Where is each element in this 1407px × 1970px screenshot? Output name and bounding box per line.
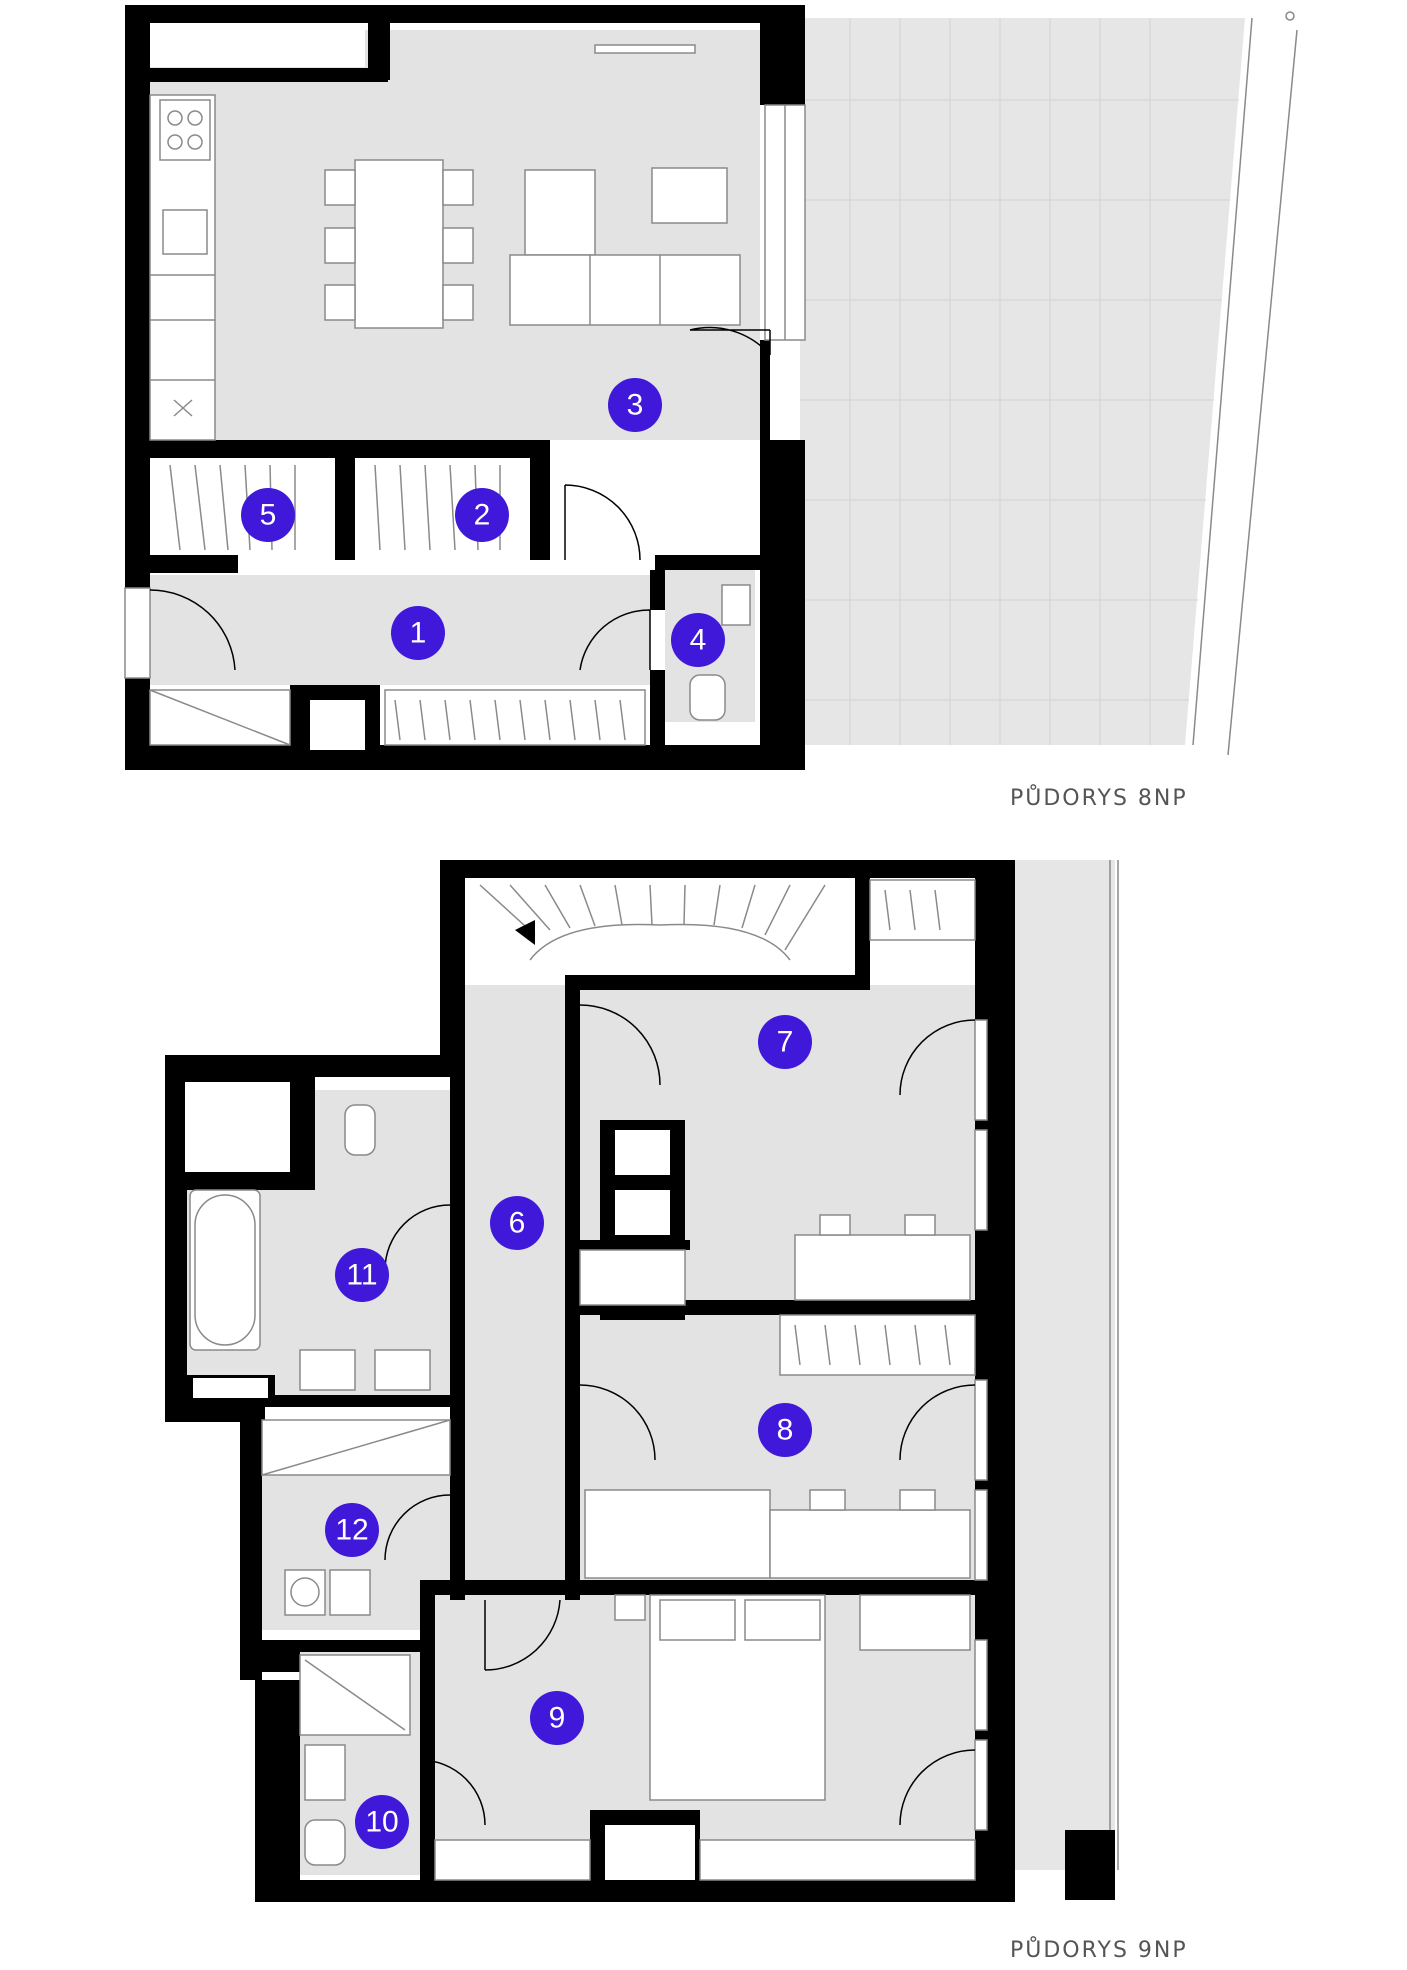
room-number: 11 bbox=[346, 1259, 377, 1292]
room-marker-circle bbox=[455, 488, 509, 542]
room-marker[interactable]: 10 bbox=[355, 1795, 409, 1849]
furniture-9np bbox=[584, 1214, 971, 1801]
room-marker-circle bbox=[530, 1691, 584, 1745]
wardrobes-9np bbox=[434, 879, 976, 1881]
room-marker-circle bbox=[335, 1248, 389, 1302]
plan-9np bbox=[165, 860, 1119, 1902]
room-marker[interactable]: 11 bbox=[335, 1248, 389, 1302]
room-marker[interactable]: 7 bbox=[758, 1015, 812, 1069]
room-number: 6 bbox=[509, 1207, 526, 1240]
room-marker[interactable]: 2 bbox=[455, 488, 509, 542]
washbasin-10 bbox=[304, 1744, 346, 1801]
room-number: 2 bbox=[474, 499, 491, 532]
room-marker-circle bbox=[355, 1795, 409, 1849]
windows-8np bbox=[124, 44, 806, 679]
sink bbox=[162, 209, 208, 255]
desk-9 bbox=[859, 1594, 971, 1651]
floor-label-8np: PŮDORYS 8NP bbox=[1010, 786, 1188, 811]
washbasin-2 bbox=[374, 1349, 431, 1391]
room-marker-circle bbox=[325, 1503, 379, 1557]
hall-9np-floor bbox=[465, 985, 570, 1585]
room-marker-circle bbox=[671, 613, 725, 667]
terrace-drain bbox=[1285, 11, 1295, 21]
dining-table-8np bbox=[324, 159, 474, 329]
room-marker[interactable]: 3 bbox=[608, 378, 662, 432]
room-number: 7 bbox=[777, 1026, 794, 1059]
room-number: 9 bbox=[549, 1702, 566, 1735]
room-marker-circle bbox=[758, 1015, 812, 1069]
room-marker[interactable]: 4 bbox=[671, 613, 725, 667]
room-marker-circle bbox=[758, 1403, 812, 1457]
terrace-outer-edge bbox=[1227, 29, 1298, 756]
room-number: 10 bbox=[365, 1806, 398, 1839]
stairs-9np bbox=[465, 880, 855, 975]
windows-9np bbox=[974, 1019, 988, 1831]
room-number: 3 bbox=[627, 389, 644, 422]
terrace-grid-8np bbox=[800, 18, 1239, 745]
bathroom-10-fixtures bbox=[299, 1654, 411, 1866]
laundry-12-fixtures bbox=[261, 1419, 451, 1616]
room-number: 5 bbox=[260, 499, 277, 532]
room-marker[interactable]: 6 bbox=[490, 1196, 544, 1250]
armchair bbox=[524, 169, 596, 256]
room-marker-circle bbox=[241, 488, 295, 542]
tv-stand bbox=[651, 167, 728, 224]
washbasin bbox=[299, 1349, 356, 1391]
sofa bbox=[509, 254, 741, 326]
room-marker-circle bbox=[490, 1196, 544, 1250]
room-marker-circle bbox=[391, 606, 445, 660]
dryer bbox=[329, 1569, 371, 1616]
desk-8 bbox=[769, 1509, 971, 1579]
kitchen-8np bbox=[149, 94, 216, 441]
room-number: 1 bbox=[410, 617, 427, 650]
room-marker[interactable]: 9 bbox=[530, 1691, 584, 1745]
balcony-9np bbox=[1015, 860, 1115, 1870]
terrace-8np bbox=[800, 18, 1245, 745]
storage-8np bbox=[149, 689, 646, 746]
desk-7 bbox=[794, 1234, 971, 1301]
room-marker-circle bbox=[608, 378, 662, 432]
room-number: 12 bbox=[335, 1514, 368, 1547]
room-number: 8 bbox=[777, 1414, 794, 1447]
room-marker[interactable]: 5 bbox=[241, 488, 295, 542]
living-furniture-8np bbox=[509, 167, 741, 326]
wc-fixtures-8np bbox=[689, 584, 751, 721]
room-marker[interactable]: 1 bbox=[391, 606, 445, 660]
bed-8 bbox=[584, 1489, 771, 1579]
toilet-10 bbox=[304, 1819, 346, 1866]
doors-9np bbox=[384, 1004, 976, 1826]
room-marker[interactable]: 8 bbox=[758, 1403, 812, 1457]
room-number: 4 bbox=[690, 624, 707, 657]
doors-8np bbox=[149, 326, 771, 671]
cooktop bbox=[159, 99, 211, 161]
room-marker[interactable]: 12 bbox=[325, 1503, 379, 1557]
floor-label-9np: PŮDORYS 9NP bbox=[1010, 1938, 1188, 1963]
terrace-railing bbox=[1192, 17, 1253, 746]
toilet bbox=[344, 1104, 376, 1156]
bathroom-11-fixtures bbox=[189, 1104, 431, 1391]
plan-8np bbox=[124, 5, 1298, 770]
room-markers: 1 2 3 4 5 6 7 8 bbox=[241, 378, 812, 1849]
